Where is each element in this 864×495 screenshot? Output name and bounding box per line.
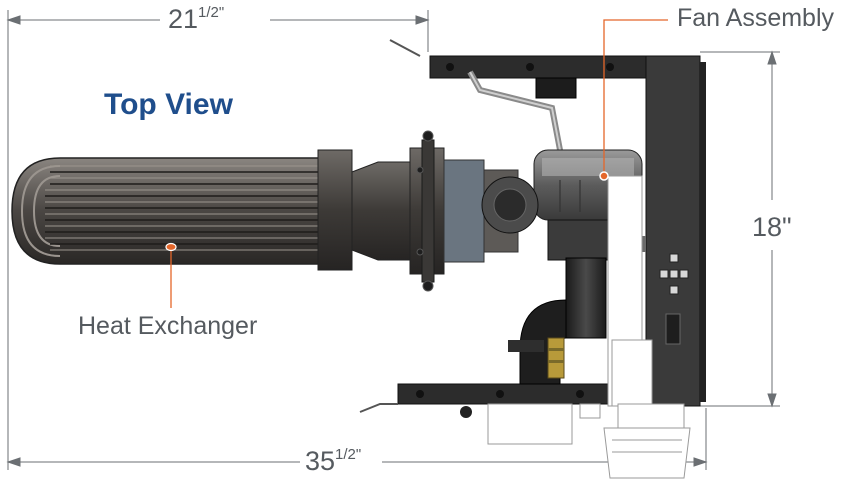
intake-outline [487,175,691,479]
chassis-frame [359,39,706,413]
fan-assembly-label: Fan Assembly [677,4,835,32]
top-width-dimension-label: 211/2" [168,4,224,35]
gas-line [467,70,577,151]
heat-exchanger-label: Heat Exchanger [78,312,258,340]
overall-width-whole: 35 [305,446,336,476]
fan-assembly-callout-dot [599,171,609,181]
depth-dimension-label: 18" [752,212,792,242]
bottom-fitting [460,406,472,418]
overall-width-dimension-label: 351/2" [305,446,361,477]
callout-leaders [170,19,668,308]
vent-pipe [508,257,607,385]
overall-width-fraction: 1/2" [335,446,362,463]
diagram-title: Top View [104,88,233,121]
top-width-fraction: 1/2" [198,4,225,21]
top-width-whole: 21 [168,4,199,34]
heat-exchanger-body [11,149,411,271]
heat-exchanger-callout-dot [165,242,177,252]
